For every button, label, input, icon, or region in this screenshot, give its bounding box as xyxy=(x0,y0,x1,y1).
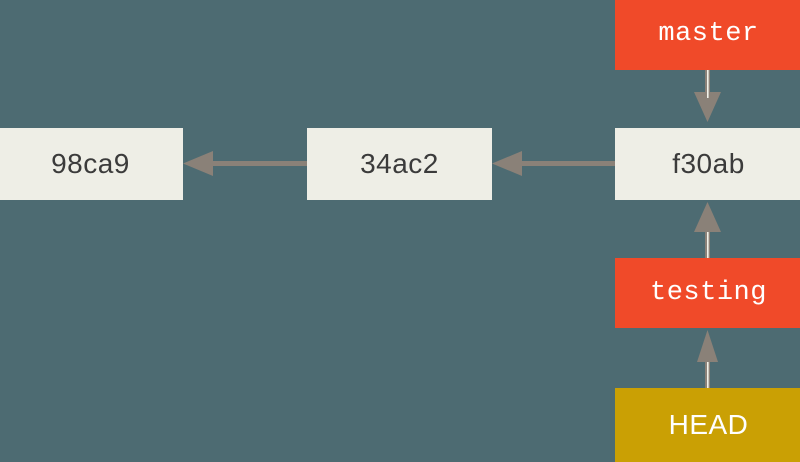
arrow-34ac2-to-98ca9 xyxy=(183,151,308,176)
arrow-master-to-f30ab xyxy=(694,70,721,122)
branch-label-master[interactable]: master xyxy=(615,0,800,70)
commit-f30ab-text: f30ab xyxy=(672,148,745,179)
branch-master-text: master xyxy=(658,19,759,49)
commit-34ac2-text: 34ac2 xyxy=(360,148,439,179)
commit-98ca9-text: 98ca9 xyxy=(51,148,130,179)
branch-testing-text: testing xyxy=(650,278,767,308)
commit-node-34ac2[interactable]: 34ac2 xyxy=(307,128,492,200)
branch-label-testing[interactable]: testing xyxy=(615,258,800,328)
head-text: HEAD xyxy=(668,409,749,440)
arrow-testing-to-f30ab xyxy=(694,202,721,258)
head-pointer-label[interactable]: HEAD xyxy=(615,388,800,462)
arrow-f30ab-to-34ac2 xyxy=(492,151,615,176)
arrow-head-to-testing xyxy=(697,330,718,388)
commit-node-f30ab[interactable]: f30ab xyxy=(615,128,800,200)
commit-node-98ca9[interactable]: 98ca9 xyxy=(0,128,183,200)
